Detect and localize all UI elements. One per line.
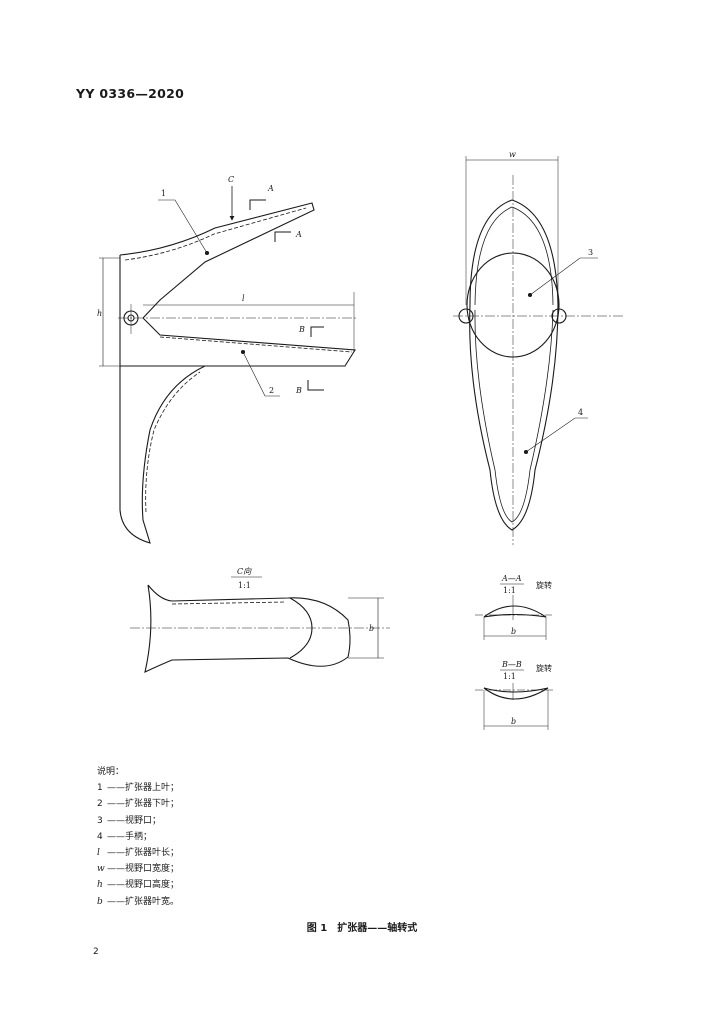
- legend-item: 1——扩张器上叶；: [97, 783, 180, 794]
- c-view: [130, 576, 390, 673]
- legend-item: 2——扩张器下叶；: [97, 799, 180, 810]
- section-mark-b2: B: [295, 386, 302, 395]
- section-bb-note: 旋转: [536, 663, 552, 673]
- section-bb-scale: 1:1: [503, 672, 516, 681]
- legend-item: 3——视野口；: [97, 815, 162, 826]
- section-mark-a1: A: [267, 184, 274, 193]
- view-marker-c: C: [228, 175, 234, 184]
- dim-l: l: [242, 294, 245, 303]
- front-view: [453, 156, 625, 545]
- section-aa-scale: 1:1: [503, 586, 516, 595]
- section-aa-note: 旋转: [536, 580, 552, 590]
- section-bb: [475, 669, 555, 730]
- figure-caption: 图 1 扩张器——轴转式: [306, 923, 418, 934]
- legend-item: 4——手柄；: [97, 831, 153, 842]
- callout-2: 2: [269, 386, 274, 395]
- legend: 说明： 1——扩张器上叶； 2——扩张器下叶； 3——视野口； 4——手柄； l…: [97, 764, 179, 910]
- dim-w: w: [509, 150, 516, 159]
- standard-number: YY 0336—2020: [76, 86, 185, 101]
- legend-item: w——视野口宽度；: [97, 864, 180, 875]
- section-aa-dim-b: b: [511, 627, 516, 636]
- dim-h: h: [97, 309, 102, 318]
- c-view-scale: 1:1: [238, 581, 251, 590]
- section-aa: [475, 583, 552, 640]
- legend-heading: 说明：: [97, 767, 125, 777]
- callout-3: 3: [588, 248, 593, 257]
- section-bb-title: B—B: [501, 660, 522, 669]
- c-view-dim-b: b: [369, 624, 374, 633]
- side-view: [99, 186, 356, 544]
- legend-item: b——扩张器叶宽。: [97, 896, 180, 907]
- callout-1: 1: [161, 189, 166, 198]
- c-view-title: C向: [237, 567, 252, 576]
- callout-4: 4: [578, 408, 583, 417]
- section-bb-dim-b: b: [511, 717, 516, 726]
- section-mark-a2: A: [295, 230, 302, 239]
- section-mark-b1: B: [298, 325, 305, 334]
- legend-item: h——视野口高度；: [97, 880, 180, 891]
- page-number: 2: [93, 947, 99, 957]
- legend-item: l——扩张器叶长；: [97, 848, 180, 859]
- section-aa-title: A—A: [501, 574, 522, 583]
